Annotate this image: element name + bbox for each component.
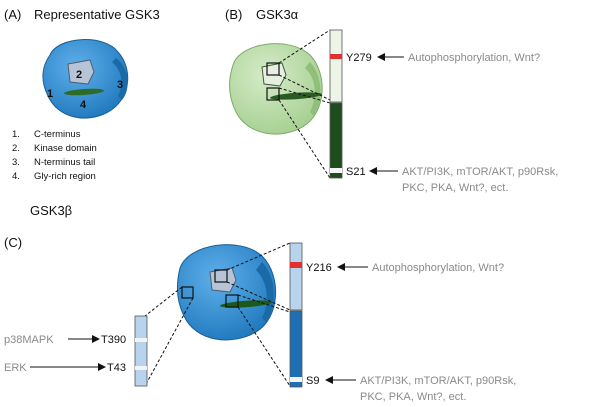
s9-site-mark xyxy=(290,377,302,382)
panel-c-label: (C) xyxy=(4,235,22,250)
site-y216: Y216 xyxy=(306,262,332,274)
gsk3-representative-protein: 2 1 3 4 xyxy=(42,39,129,119)
region-number-3: 3 xyxy=(117,79,123,91)
regulator-s9-line-1: AKT/PI3K, mTOR/AKT, p90Rsk, xyxy=(360,375,516,387)
panel-b-title: GSK3α xyxy=(256,7,299,22)
region-number-1: 1 xyxy=(47,88,53,100)
site-s21: S21 xyxy=(346,166,366,178)
regulator-s9-line-2: PKC, PKA, Wnt?, ect. xyxy=(360,391,466,403)
isoform-label-gsk3b: GSK3β xyxy=(30,203,72,218)
gsk3b-protein xyxy=(176,244,276,341)
legend-text-2: Kinase domain xyxy=(34,143,97,154)
t390-site-mark xyxy=(135,338,147,342)
y279-site-mark xyxy=(330,54,342,59)
regulator-s21-line-2: PKC, PKA, Wnt?, ect. xyxy=(402,182,508,194)
site-t390: T390 xyxy=(101,334,126,346)
zoom-box-s9 xyxy=(225,294,239,308)
zoom-box-y279 xyxy=(266,62,280,76)
zoom-box-ctail xyxy=(181,286,194,299)
site-s9: S9 xyxy=(306,375,319,387)
zoom-box-s21 xyxy=(266,87,280,101)
gsk3b-right-sequence-bar xyxy=(289,242,303,388)
gsk3a-protein xyxy=(229,43,323,135)
zoom-box-y216 xyxy=(214,269,228,283)
site-y279: Y279 xyxy=(346,52,372,64)
legend-num-4: 4. xyxy=(12,171,20,182)
regulator-t390: p38MAPK xyxy=(4,334,54,346)
legend-text-4: Gly-rich region xyxy=(34,171,96,182)
legend-num-3: 3. xyxy=(12,157,20,168)
panel-b: (B) GSK3α Y279 Autophosphorylation, Wnt?… xyxy=(225,7,558,194)
t43-site-mark xyxy=(135,366,147,370)
regulator-y216: Autophosphorylation, Wnt? xyxy=(372,262,504,274)
y216-site-mark xyxy=(290,262,302,268)
site-t43: T43 xyxy=(107,362,126,374)
regulator-s21-line-1: AKT/PI3K, mTOR/AKT, p90Rsk, xyxy=(402,166,558,178)
gsk3b-connectors xyxy=(144,242,291,387)
legend-text-3: N-terminus tail xyxy=(34,157,95,168)
panel-b-label: (B) xyxy=(225,7,242,22)
regulator-y279: Autophosphorylation, Wnt? xyxy=(408,52,540,64)
gsk3a-sequence-bar xyxy=(329,29,343,179)
region-legend: 1. C-terminus 2. Kinase domain 3. N-term… xyxy=(12,129,97,182)
regulator-t43: ERK xyxy=(4,362,27,374)
panel-c: (C) Y216 xyxy=(4,235,516,403)
gsk3a-connectors xyxy=(278,29,331,179)
region-number-2: 2 xyxy=(76,69,82,81)
region-number-4: 4 xyxy=(80,99,87,111)
panel-a-title: Representative GSK3 xyxy=(34,7,160,22)
s21-site-mark xyxy=(330,168,342,173)
panel-a-label: (A) xyxy=(4,7,21,22)
legend-num-1: 1. xyxy=(12,129,20,140)
legend-num-2: 2. xyxy=(12,143,20,154)
panel-a: (A) Representative GSK3 2 1 3 4 1. C-ter… xyxy=(4,7,160,218)
gsk3b-left-sequence-bar xyxy=(134,315,148,387)
legend-text-1: C-terminus xyxy=(34,129,81,140)
